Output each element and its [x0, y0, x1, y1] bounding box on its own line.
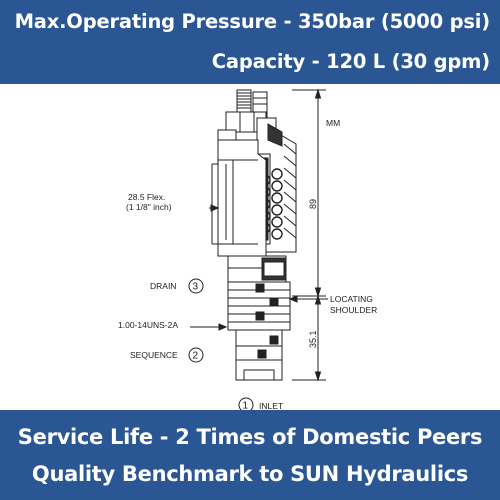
dimension-lower: 35.1	[308, 330, 318, 348]
sequence-label: SEQUENCE	[130, 350, 178, 360]
dimension-lines	[190, 88, 328, 382]
drain-label: DRAIN	[150, 281, 176, 291]
units-label: MM	[326, 118, 340, 128]
service-life-heading: Service Life - 2 Times of Domestic Peers	[17, 425, 483, 449]
quality-benchmark-heading: Quality Benchmark to SUN Hydraulics	[31, 462, 469, 486]
cartridge-lower	[227, 255, 291, 381]
sequence-port-circle	[188, 347, 204, 363]
drain-port-number: 3	[193, 282, 199, 293]
footer-banner: Service Life - 2 Times of Domestic Peers…	[0, 410, 500, 500]
valve-cartridge-diagram: MM 89 35.1 28.5 Flex. (1 1/8" inch) DRAI…	[118, 88, 377, 411]
inlet-port-circle	[238, 397, 254, 410]
hex-body	[211, 139, 267, 257]
max-pressure-heading: Max.Operating Pressure - 350bar (5000 ps…	[14, 10, 491, 33]
header-banner: Max.Operating Pressure - 350bar (5000 ps…	[0, 0, 500, 84]
dimension-total: 89	[308, 199, 318, 209]
thread-spec-label: 1.00-14UNS-2A	[118, 320, 178, 330]
inlet-label: INLET	[259, 401, 283, 410]
capacity-heading: Capacity - 120 L (30 gpm)	[211, 50, 490, 73]
locknut	[217, 111, 267, 141]
hex-size-inch-label: (1 1/8" inch)	[126, 202, 172, 212]
inlet-port-number: 1	[243, 401, 249, 411]
drain-port-circle	[188, 278, 204, 294]
hex-size-label: 28.5 Flex.	[128, 192, 165, 202]
locating-shoulder-line1: LOCATING	[330, 294, 373, 304]
locating-shoulder-line2: SHOULDER	[330, 305, 377, 315]
sequence-port-number: 2	[193, 351, 199, 362]
